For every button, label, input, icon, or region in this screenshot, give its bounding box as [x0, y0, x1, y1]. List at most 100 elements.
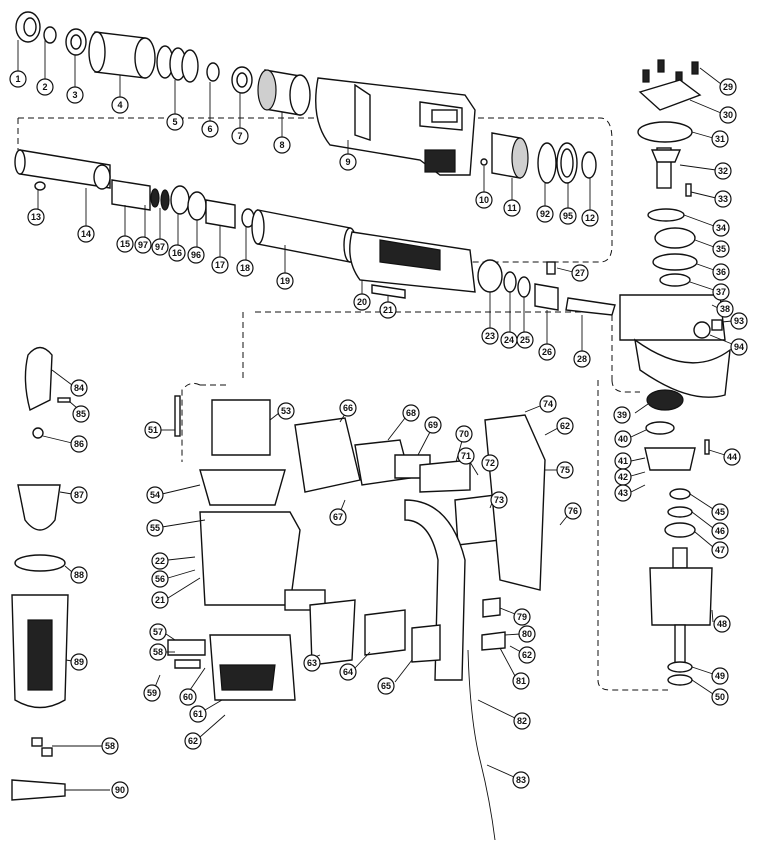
callout-33: 33: [718, 194, 728, 204]
callout-7: 7: [237, 131, 242, 141]
callout-40: 40: [618, 434, 628, 444]
callout-30: 30: [723, 110, 733, 120]
assembly-dashed-lines: [17, 117, 668, 691]
callout-56: 56: [155, 574, 165, 584]
callout-95: 95: [563, 211, 573, 221]
callout-2: 2: [42, 82, 47, 92]
callout-60: 60: [183, 692, 193, 702]
callout-41: 41: [618, 456, 628, 466]
callout-16: 16: [172, 248, 182, 258]
cylinder-housing: [349, 231, 616, 316]
callout-20: 20: [357, 297, 367, 307]
callout-69: 69: [428, 420, 438, 430]
callout-13: 13: [31, 212, 41, 222]
callout-94: 94: [734, 342, 744, 352]
side-handle-group: [11, 346, 71, 801]
callout-90: 90: [115, 785, 125, 795]
callout-62c: 62: [522, 650, 532, 660]
callout-23: 23: [485, 331, 495, 341]
callout-26: 26: [542, 347, 552, 357]
callout-53: 53: [281, 406, 291, 416]
callout-72: 72: [485, 458, 495, 468]
callout-21a: 21: [383, 305, 393, 315]
callout-28: 28: [577, 354, 587, 364]
callout-24: 24: [504, 335, 514, 345]
barrel-rear-parts: [480, 132, 597, 184]
callout-86: 86: [74, 439, 84, 449]
callout-50: 50: [715, 692, 725, 702]
callout-84: 84: [74, 383, 84, 393]
callout-82: 82: [517, 716, 527, 726]
callout-10: 10: [479, 195, 489, 205]
callout-11: 11: [507, 203, 517, 213]
callout-19: 19: [280, 276, 290, 286]
callout-68: 68: [406, 408, 416, 418]
callout-59: 59: [147, 688, 157, 698]
callout-85: 85: [76, 409, 86, 419]
callout-3: 3: [72, 90, 77, 100]
callout-61: 61: [193, 709, 203, 719]
callout-74: 74: [543, 399, 553, 409]
callout-97a: 97: [138, 240, 148, 250]
callout-97b: 97: [155, 242, 165, 252]
callout-27: 27: [575, 268, 585, 278]
callout-83: 83: [516, 775, 526, 785]
callout-71: 71: [461, 451, 471, 461]
callout-38: 38: [720, 304, 730, 314]
callout-15: 15: [120, 239, 130, 249]
callout-42: 42: [618, 472, 628, 482]
callout-47: 47: [715, 545, 725, 555]
callout-96: 96: [191, 250, 201, 260]
callout-79: 79: [517, 612, 527, 622]
callout-17: 17: [215, 260, 225, 270]
callout-58b: 58: [105, 741, 115, 751]
gearbox-cover-parts: [619, 59, 731, 398]
callout-29: 29: [723, 82, 733, 92]
callout-4: 4: [117, 100, 122, 110]
callout-92: 92: [540, 209, 550, 219]
callout-65: 65: [381, 681, 391, 691]
callout-66: 66: [343, 403, 353, 413]
callout-39: 39: [617, 410, 627, 420]
callout-45: 45: [715, 507, 725, 517]
callout-48: 48: [717, 619, 727, 629]
gear-housing: [315, 77, 476, 176]
callout-9: 9: [345, 157, 350, 167]
callout-36: 36: [716, 267, 726, 277]
callout-46: 46: [715, 526, 725, 536]
callout-44: 44: [727, 452, 737, 462]
callout-8: 8: [279, 140, 284, 150]
callout-67: 67: [333, 512, 343, 522]
chuck-parts: [15, 11, 311, 116]
callout-32: 32: [718, 166, 728, 176]
callout-54: 54: [150, 490, 160, 500]
callout-73: 73: [494, 495, 504, 505]
callout-43: 43: [618, 488, 628, 498]
handle-group: [294, 414, 546, 841]
callout-76: 76: [568, 506, 578, 516]
callout-25: 25: [520, 335, 530, 345]
callout-63: 63: [307, 658, 317, 668]
callout-58a: 58: [153, 647, 163, 657]
callout-37: 37: [716, 287, 726, 297]
callout-75: 75: [560, 465, 570, 475]
callout-49: 49: [715, 671, 725, 681]
callout-35: 35: [716, 244, 726, 254]
callout-80: 80: [522, 629, 532, 639]
callout-12: 12: [585, 213, 595, 223]
callout-62b: 62: [560, 421, 570, 431]
callout-93: 93: [734, 316, 744, 326]
callout-62a: 62: [188, 736, 198, 746]
callout-6: 6: [207, 124, 212, 134]
callout-55: 55: [150, 523, 160, 533]
callout-51: 51: [148, 425, 158, 435]
callout-87: 87: [74, 490, 84, 500]
callout-labels: 1 2 3 4 5 6 7 8 9 10 11 92: [9, 40, 748, 799]
callout-34: 34: [716, 223, 726, 233]
callout-81: 81: [516, 676, 526, 686]
callout-31: 31: [715, 134, 725, 144]
callout-88: 88: [74, 570, 84, 580]
callout-1: 1: [15, 74, 20, 84]
callout-57: 57: [153, 627, 163, 637]
